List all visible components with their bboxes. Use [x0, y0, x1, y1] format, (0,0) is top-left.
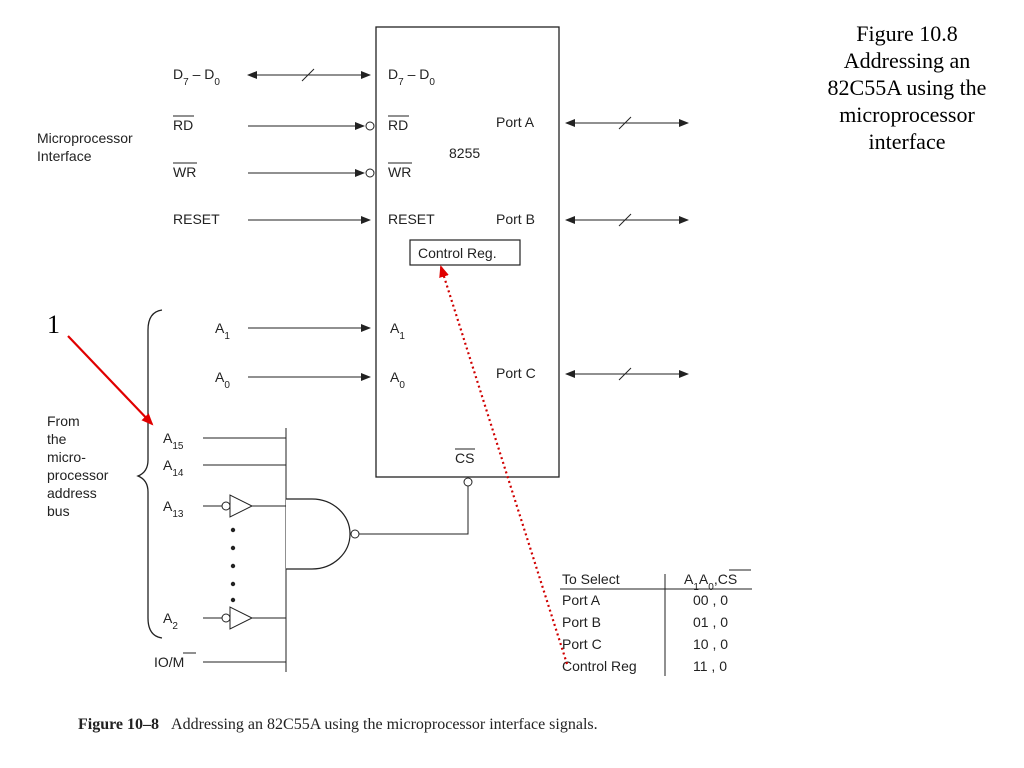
ellipsis-dot: [230, 597, 236, 603]
table-row-port-a-label: Port A: [562, 592, 601, 608]
table-header-select: To Select: [562, 571, 620, 587]
figure-bottom-caption: Figure 10–8 Addressing an 82C55A using t…: [78, 715, 738, 734]
a0-label-left: A0: [215, 369, 230, 391]
port-c-label: Port C: [496, 365, 536, 381]
control-register-box: [409, 239, 521, 266]
table-row-port-a-value: 00 , 0: [693, 592, 728, 608]
io-m-label: IO/M: [154, 654, 184, 670]
annotation-arrow: [67, 335, 154, 426]
ellipsis-dot: [230, 527, 236, 533]
chip-8255-body: [375, 26, 560, 478]
rd-inversion-bubble: [365, 121, 375, 131]
table-row-control-reg-label: Control Reg: [562, 658, 637, 674]
microprocessor-interface-label: Microprocessor Interface: [37, 130, 137, 164]
port-a-label: Port A: [496, 114, 535, 130]
a2-label: A2: [163, 610, 178, 632]
cs-wire: [359, 486, 469, 535]
a2-inverter: [229, 606, 254, 630]
table-row-port-c-label: Port C: [562, 636, 602, 652]
a2-inverter-bubble: [221, 613, 231, 623]
cs-label: CS: [455, 450, 474, 466]
table-row-control-reg-value: 11 , 0: [693, 658, 727, 674]
figure-caption-text: Addressing an 82C55A using the microproc…: [171, 716, 598, 733]
a14-label: A14: [163, 457, 184, 479]
side-caption-line: interface: [868, 129, 946, 154]
cs-inversion-bubble: [463, 477, 473, 487]
a0-label-pin: A0: [390, 369, 405, 391]
wr-label-pin: WR: [388, 164, 411, 180]
side-caption-line: Addressing an: [843, 48, 971, 73]
a13-inverter: [229, 494, 254, 518]
a1-label-left: A1: [215, 320, 230, 342]
rd-label-left: RD: [173, 117, 193, 133]
wr-inversion-bubble: [365, 168, 375, 178]
figure-number: Figure 10–8: [78, 716, 160, 733]
a1-label-pin: A1: [390, 320, 405, 342]
reset-label-left: RESET: [173, 211, 220, 227]
port-a-slash: [618, 116, 632, 130]
table-row-port-b-label: Port B: [562, 614, 601, 630]
wr-label-left: WR: [173, 164, 196, 180]
a13-inverter-bubble: [221, 501, 231, 511]
figure-side-caption: Figure 10.8 Addressing an 82C55A using t…: [796, 20, 1018, 155]
side-caption-line: 82C55A using the: [827, 75, 987, 100]
rd-label-pin: RD: [388, 117, 408, 133]
a13-label: A13: [163, 498, 184, 520]
reset-label-pin: RESET: [388, 211, 435, 227]
port-b-label: Port B: [496, 211, 535, 227]
port-c-slash: [618, 367, 632, 381]
ellipsis-dot: [230, 563, 236, 569]
chip-name: 8255: [449, 145, 480, 161]
address-bus-brace: [136, 309, 163, 639]
select-table: To Select A1A0,CS Port A 00 , 0 Port B 0…: [560, 569, 752, 676]
port-b-slash: [618, 213, 632, 227]
control-register-label: Control Reg.: [418, 245, 497, 261]
table-row-port-c-value: 10 , 0: [693, 636, 728, 652]
ellipsis-dot: [230, 581, 236, 587]
a15-label: A15: [163, 430, 184, 452]
data-bus-slash: [301, 68, 315, 82]
ellipsis-dot: [230, 545, 236, 551]
table-row-port-b-value: 01 , 0: [693, 614, 728, 630]
data-bus-label-pin: D7 – D0: [388, 66, 435, 88]
side-caption-line: Figure 10.8: [856, 21, 958, 46]
address-bus-source-label: From the micro- processor address bus: [47, 413, 112, 519]
nand-gate: [286, 498, 351, 570]
nand-gate-bubble: [350, 529, 360, 539]
annotation-number: 1: [47, 310, 60, 339]
data-bus-label-left: D7 – D0: [173, 66, 220, 88]
side-caption-line: microprocessor: [839, 102, 975, 127]
